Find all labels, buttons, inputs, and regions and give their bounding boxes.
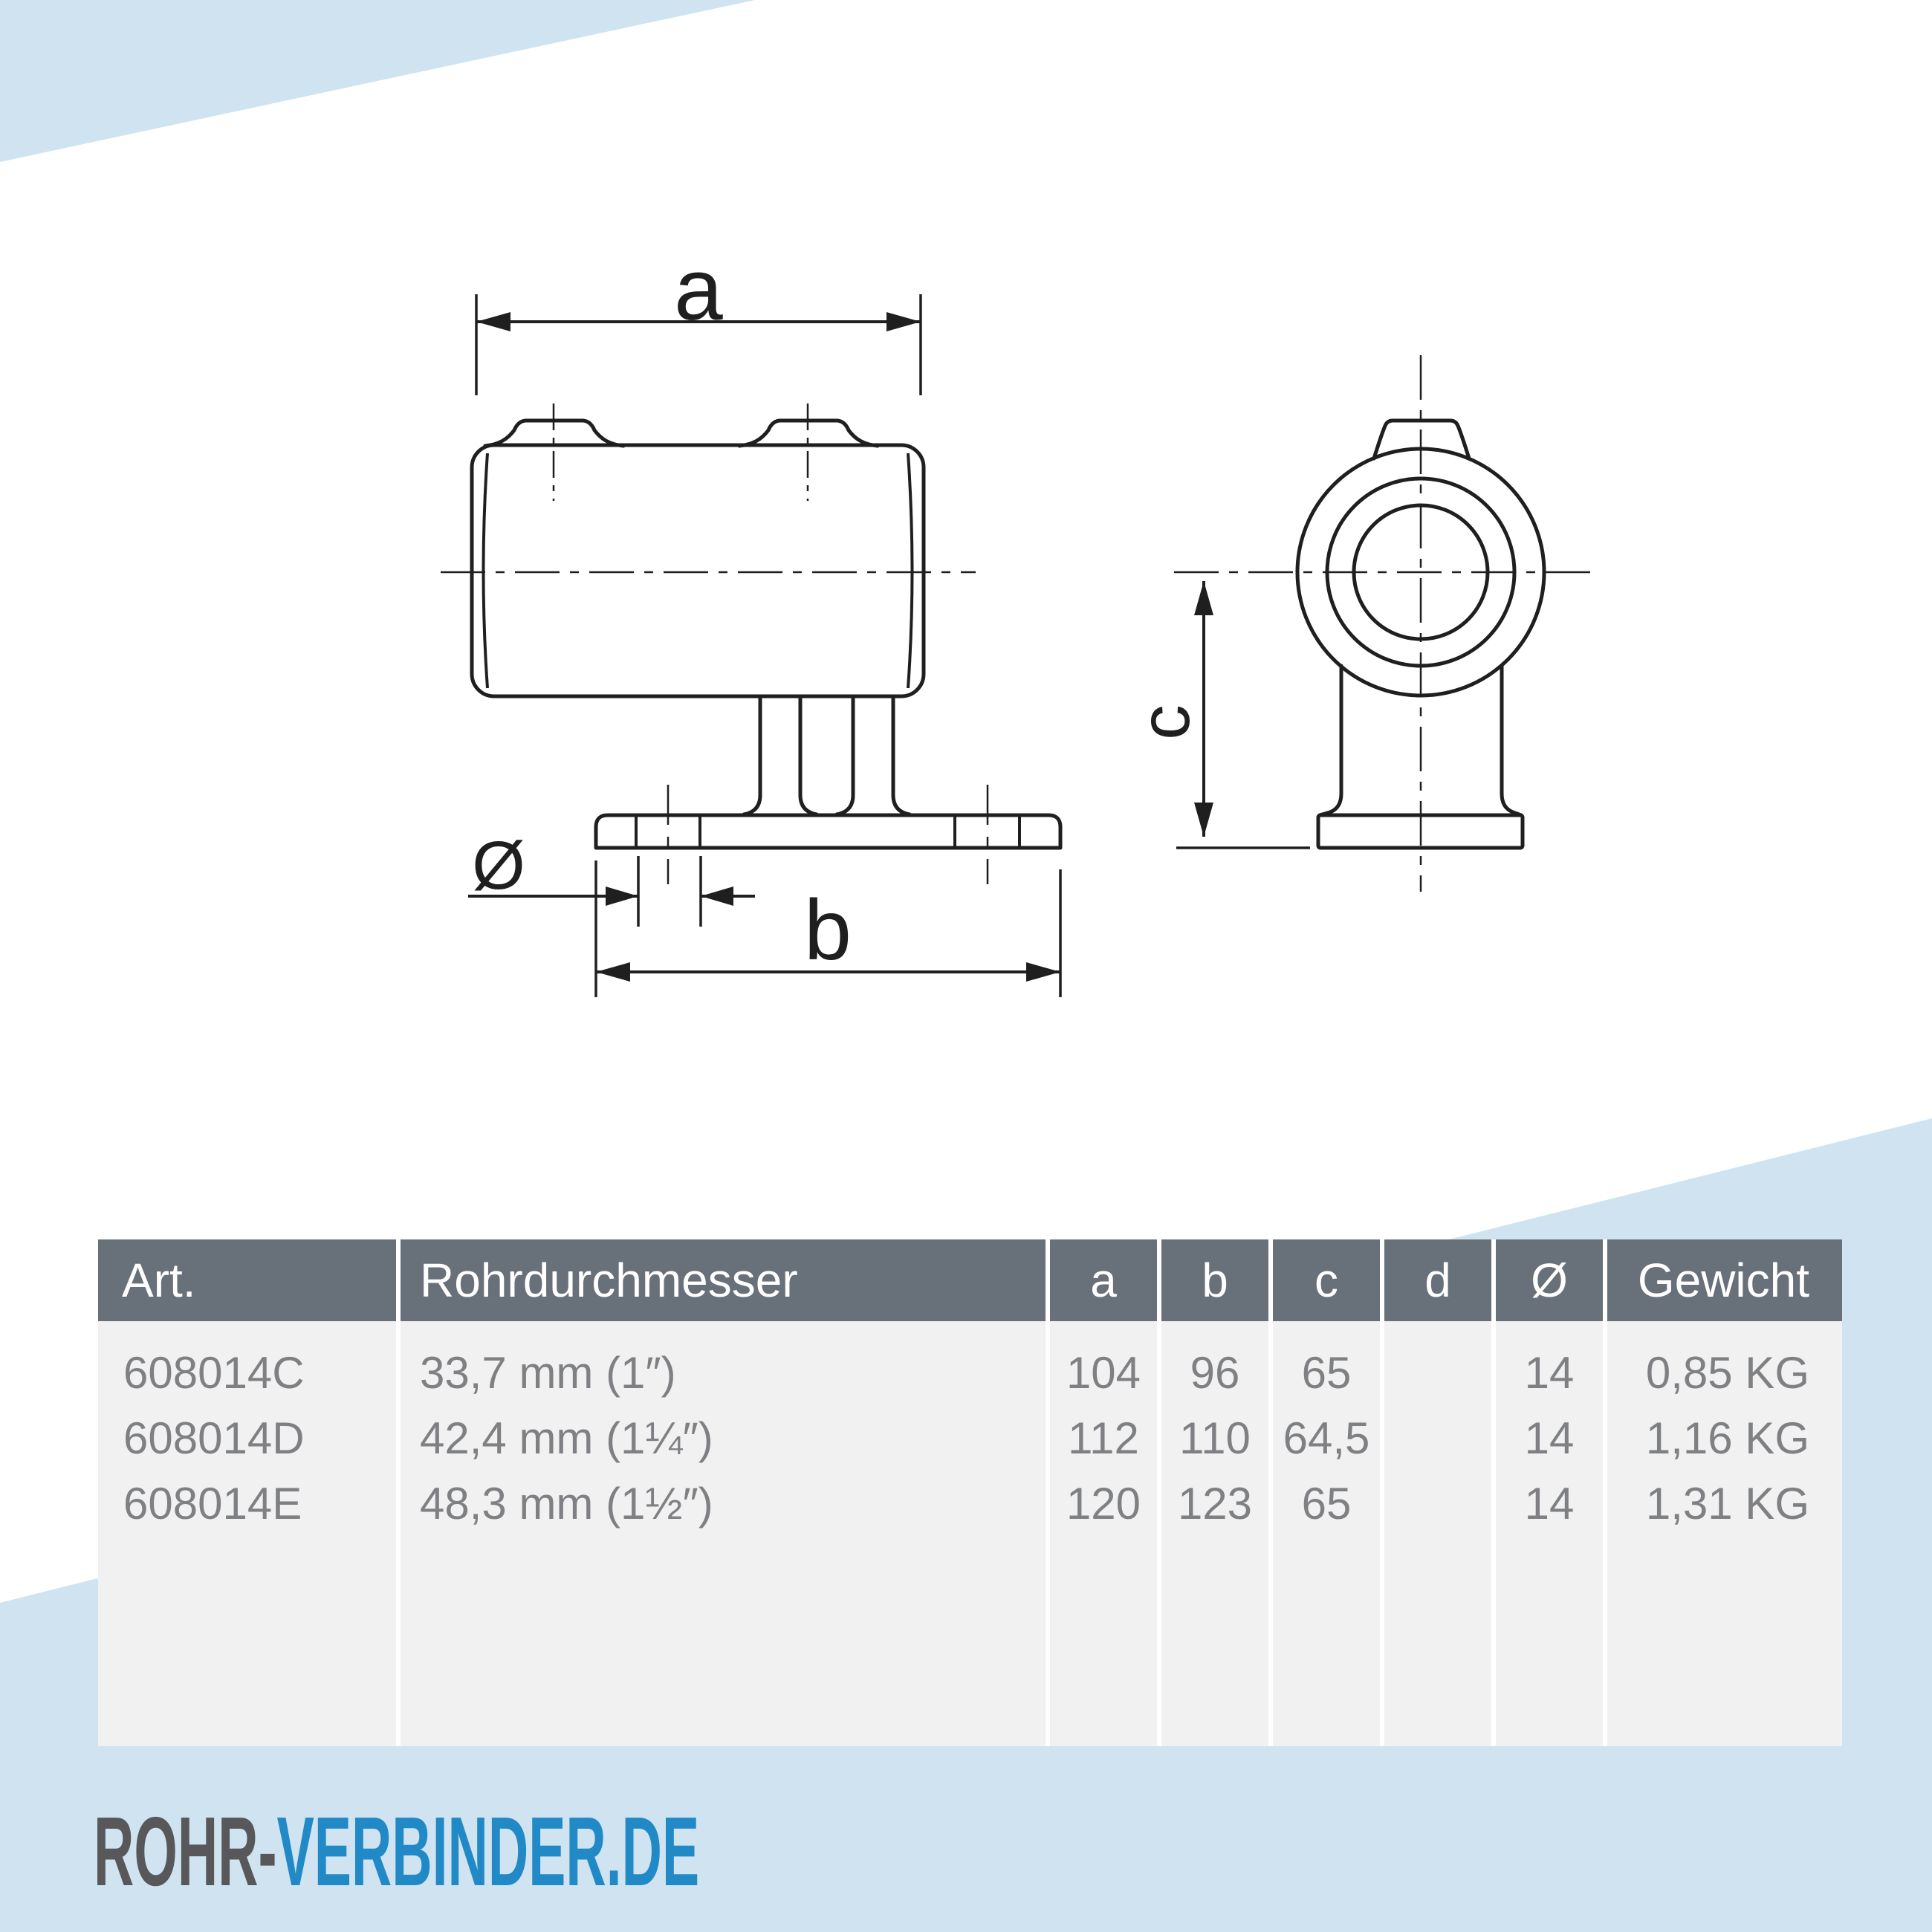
cell-rohrdurchmesser: 33,7 mm (1″) xyxy=(420,1348,676,1398)
cell-d xyxy=(1384,1471,1491,1537)
pedestal-right-edge xyxy=(1500,664,1523,817)
cell-c: 65 xyxy=(1301,1479,1352,1529)
cell-d xyxy=(1384,1341,1491,1406)
column-art: 608014C 608014D 608014E xyxy=(98,1321,396,1746)
cell-gewicht: 1,16 KG xyxy=(1645,1413,1809,1463)
dimension-a-label: a xyxy=(674,241,723,339)
cell-o: 14 xyxy=(1524,1479,1575,1529)
table-header-diameter: Rohrdurchmesser xyxy=(401,1239,1046,1321)
cell-art: 608014D xyxy=(123,1413,305,1463)
dimension-diameter-label: Ø xyxy=(472,828,525,904)
cell-a: 112 xyxy=(1068,1413,1139,1463)
cell-art: 608014C xyxy=(123,1348,305,1398)
cell-a: 120 xyxy=(1066,1479,1141,1529)
cell-rohrdurchmesser: 48,3 mm (1½″) xyxy=(420,1479,713,1529)
top-left-triangle xyxy=(0,0,755,162)
table-header-gewicht: Gewicht xyxy=(1607,1239,1842,1321)
column-c: 65 64,5 65 xyxy=(1273,1321,1380,1746)
cell-o: 14 xyxy=(1524,1413,1575,1463)
base-plate-side xyxy=(594,813,1063,850)
table-header-c: c xyxy=(1273,1239,1380,1321)
sleeve-right-end-arc xyxy=(907,453,914,689)
pedestal-left-edge xyxy=(1317,664,1343,817)
cell-d xyxy=(1384,1406,1491,1471)
table-header-o: Ø xyxy=(1496,1239,1603,1321)
dimension-b-label: b xyxy=(804,883,852,978)
dimension-a: a xyxy=(475,241,922,395)
logo-part-verbinder: VERBINDER.DE xyxy=(276,1797,700,1906)
sleeve-body xyxy=(470,443,926,698)
support-leg-left xyxy=(742,694,762,817)
sleeve-left-end-arc xyxy=(482,453,489,689)
column-rohrdurchmesser: 33,7 mm (1″) 42,4 mm (1¼″) 48,3 mm (1½″) xyxy=(401,1321,1046,1746)
column-d xyxy=(1384,1321,1491,1746)
front-view: c xyxy=(1126,355,1595,892)
logo-part-rohr: ROHR- xyxy=(94,1797,277,1906)
column-a: 104 112 120 xyxy=(1050,1321,1157,1746)
table-header-art: Art. xyxy=(98,1239,396,1321)
cell-rohrdurchmesser: 42,4 mm (1¼″) xyxy=(420,1413,713,1463)
dimension-b: b xyxy=(594,860,1062,997)
cell-gewicht: 0,85 KG xyxy=(1645,1348,1809,1398)
column-o: 14 14 14 xyxy=(1496,1321,1603,1746)
front-setscrew-boss xyxy=(1372,418,1471,461)
cell-art: 608014E xyxy=(123,1479,302,1529)
support-leg-right xyxy=(834,694,855,817)
dimension-c-label: c xyxy=(1126,704,1205,740)
table-header-b: b xyxy=(1161,1239,1268,1321)
cell-c: 65 xyxy=(1301,1348,1352,1398)
cell-b: 123 xyxy=(1177,1479,1253,1529)
cell-b: 96 xyxy=(1190,1348,1240,1398)
side-view: a Ø xyxy=(441,241,1063,997)
cell-b: 110 xyxy=(1179,1413,1251,1463)
table-header-d: d xyxy=(1384,1239,1491,1321)
cell-o: 14 xyxy=(1524,1348,1575,1398)
dimensions-table: Art. Rohrdurchmesser a b c d Ø Gewicht 6… xyxy=(98,1239,1842,1746)
dimension-c: c xyxy=(1126,581,1310,849)
column-b: 96 110 123 xyxy=(1161,1321,1268,1746)
brand-logo: ROHR-VERBINDER.DE xyxy=(94,1803,1156,1901)
dimension-diameter: Ø xyxy=(468,828,755,927)
cell-a: 104 xyxy=(1066,1348,1141,1398)
column-gewicht: 0,85 KG 1,16 KG 1,31 KG xyxy=(1607,1321,1842,1746)
cell-gewicht: 1,31 KG xyxy=(1645,1479,1809,1529)
table-header-a: a xyxy=(1050,1239,1157,1321)
cell-c: 64,5 xyxy=(1283,1413,1370,1463)
